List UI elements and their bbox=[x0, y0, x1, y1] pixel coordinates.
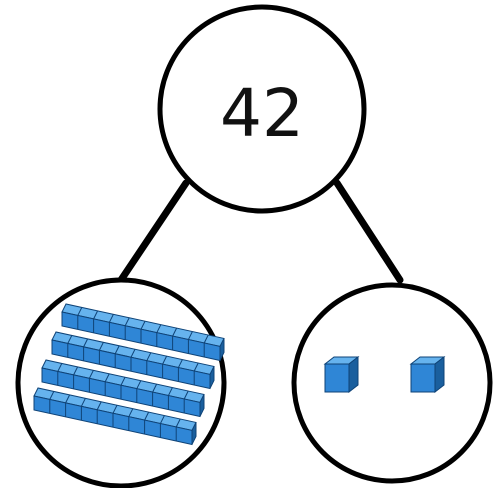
unit-cubes-group bbox=[323, 355, 446, 394]
tens-rods-group bbox=[33, 303, 225, 446]
tens-rod bbox=[51, 331, 215, 390]
connector-right bbox=[333, 179, 404, 284]
tens-rod bbox=[61, 303, 225, 362]
whole-number: 42 bbox=[220, 75, 304, 152]
connector-left bbox=[117, 179, 190, 284]
unit-cube bbox=[409, 355, 446, 394]
tens-rod bbox=[33, 387, 197, 446]
unit-cube bbox=[323, 355, 360, 394]
part-circle-ones bbox=[291, 282, 493, 484]
tens-rod bbox=[41, 359, 205, 418]
whole-circle bbox=[157, 4, 367, 214]
